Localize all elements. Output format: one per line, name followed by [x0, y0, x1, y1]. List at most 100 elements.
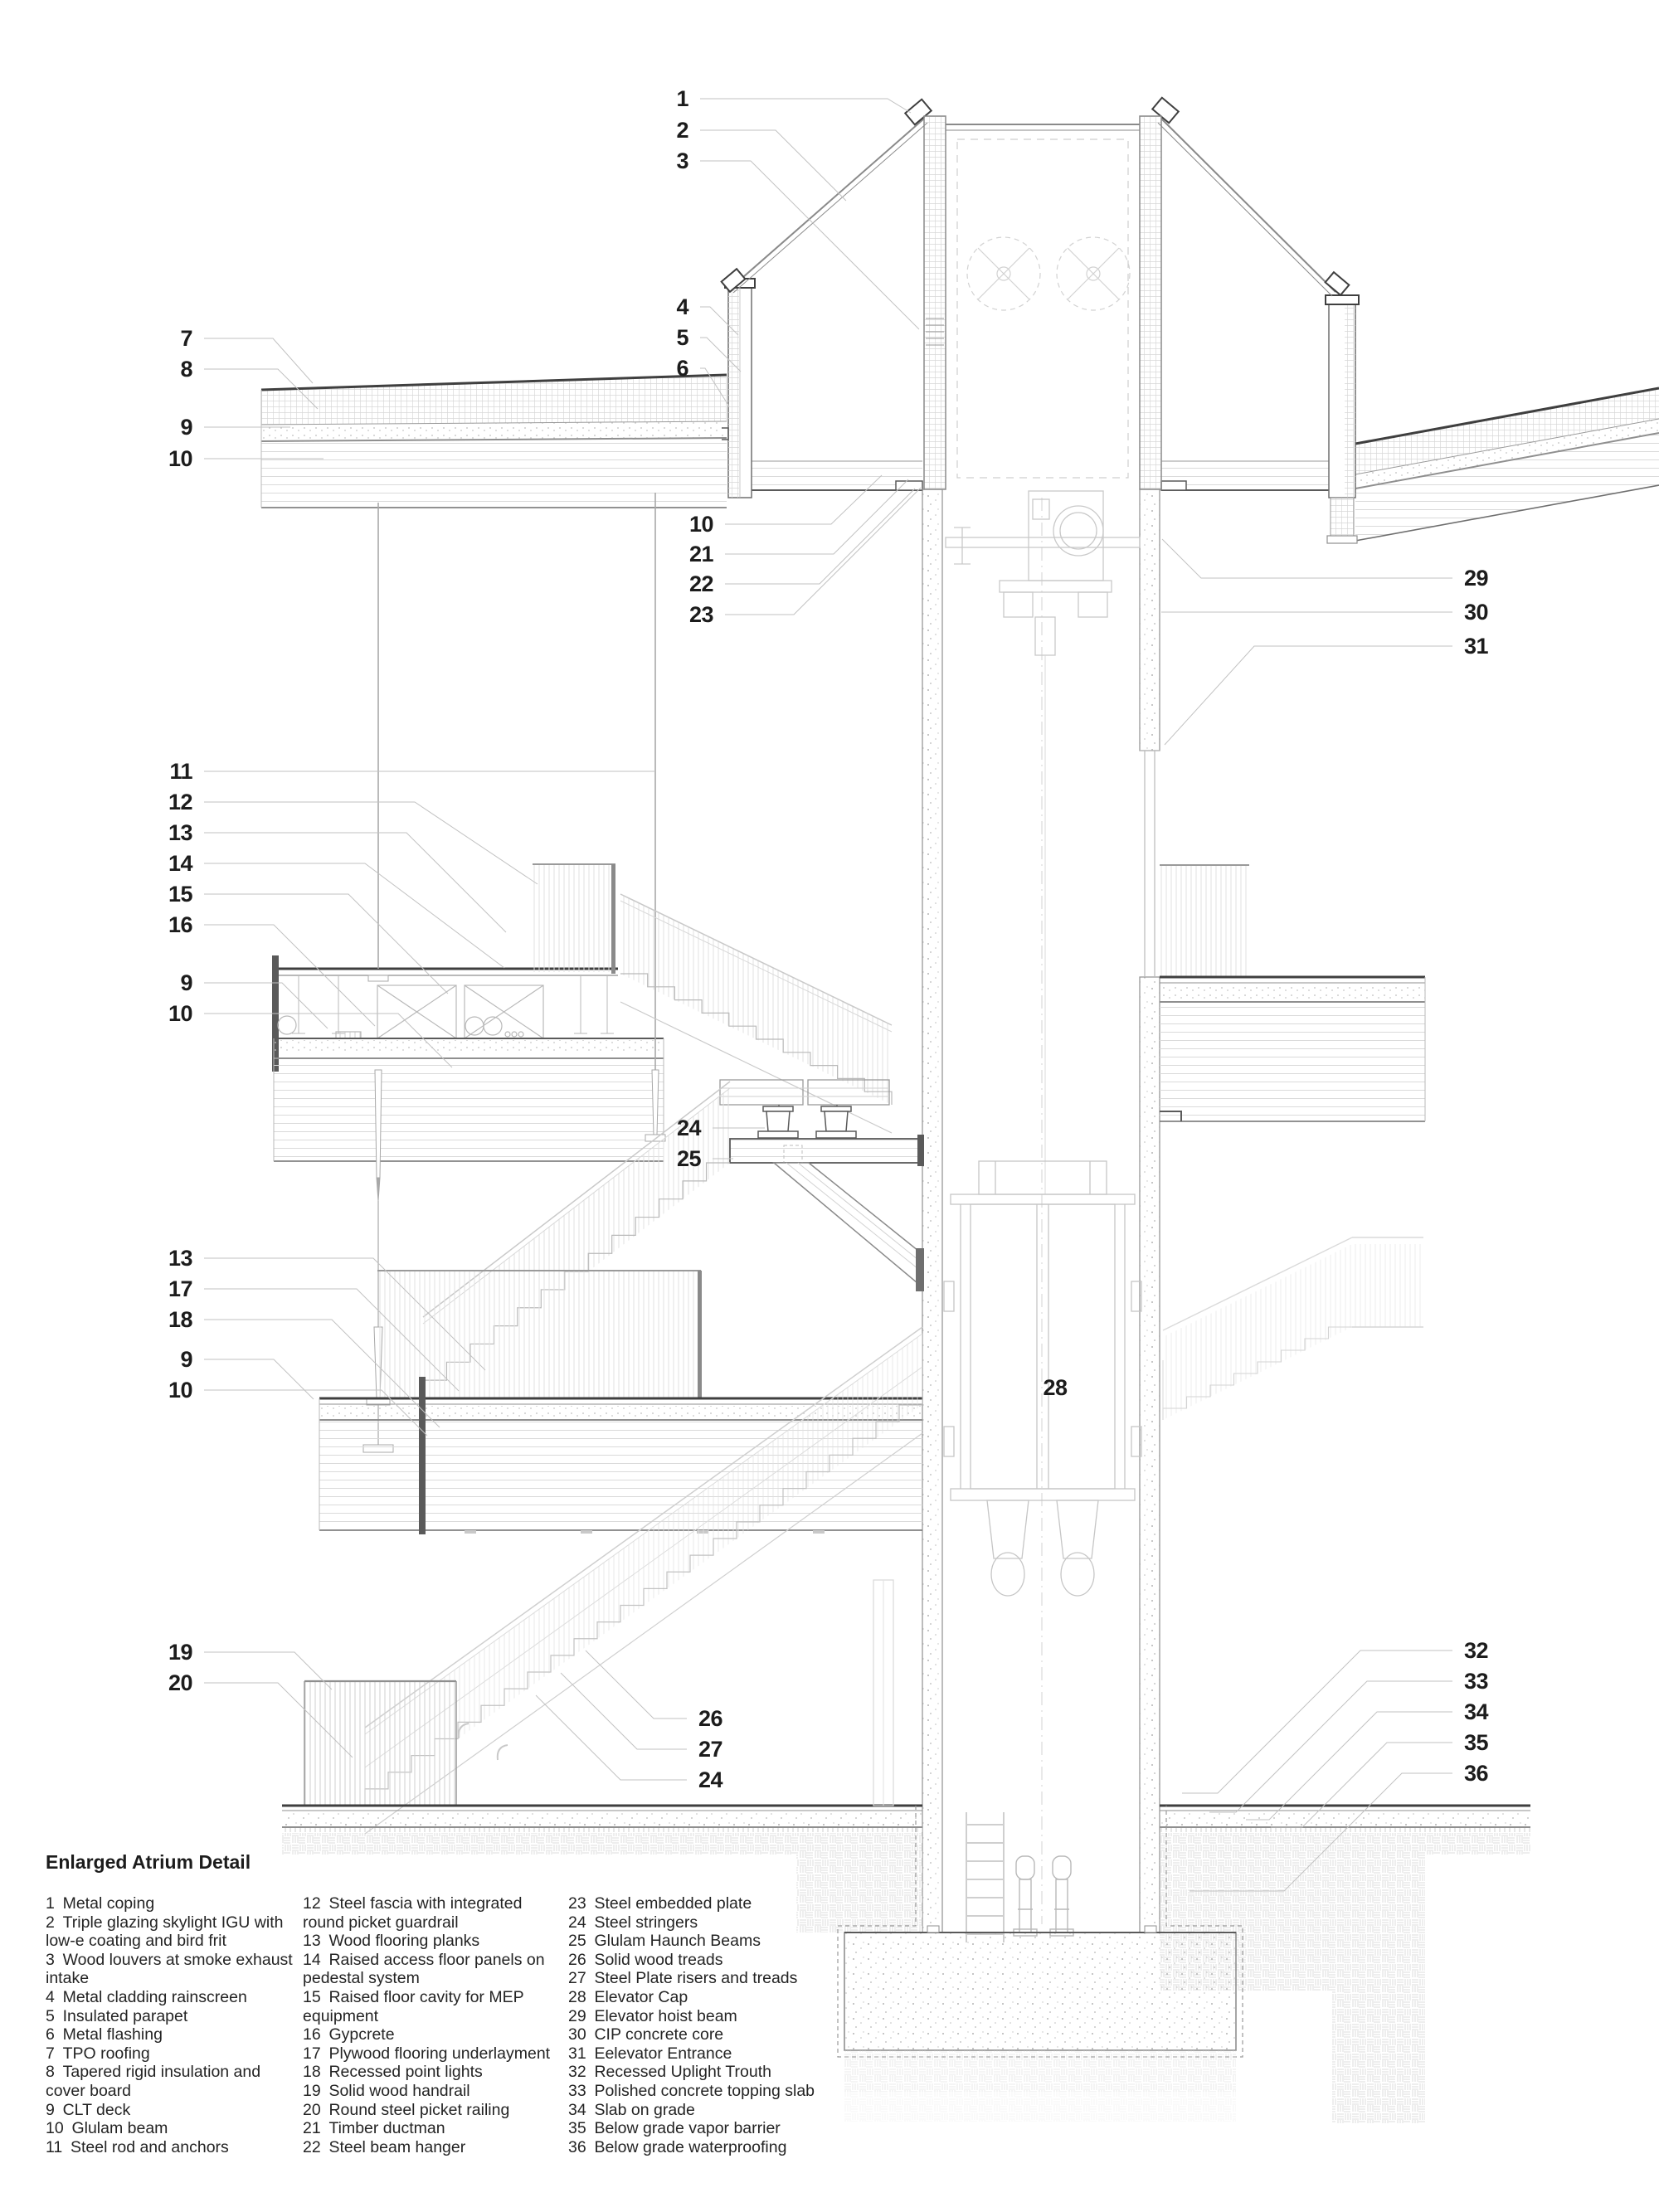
leader-line-27 [560, 1672, 687, 1750]
leader-line-29 [1161, 538, 1452, 579]
leader-line-10 [725, 474, 883, 525]
callout-31: 31 [1464, 634, 1489, 659]
steel-stringer-stands [757, 1105, 857, 1139]
guardrail-post [698, 1271, 702, 1398]
callout-11: 11 [169, 759, 192, 784]
callout-14: 14 [168, 851, 193, 876]
legend-item-17: 17 Plywood flooring underlayment [303, 2044, 551, 2063]
callout-7: 7 [180, 326, 192, 351]
callout-23: 23 [689, 602, 714, 627]
elevator-cab [943, 1160, 1142, 1597]
legend-item-20: 20 Round steel picket railing [303, 2100, 510, 2119]
callout-10: 10 [168, 446, 192, 471]
callout-22: 22 [689, 571, 713, 596]
callout-30: 30 [1464, 600, 1488, 625]
level2-floor [319, 1270, 922, 1534]
leader-line-9 [204, 982, 328, 1029]
legend-item-5: 5 Insulated parapet [46, 2006, 188, 2025]
callout-10: 10 [689, 512, 713, 537]
legend-item-34: 34 Slab on grade [568, 2100, 695, 2119]
legend-item-2: 2 Triple glazing skylight IGU with low-e… [46, 1913, 284, 1951]
legend-item-11: 11 Steel rod and anchors [46, 2137, 229, 2156]
legend-item-10: 10 Glulam beam [46, 2119, 168, 2138]
drawing-title: Enlarged Atrium Detail [46, 1851, 251, 1873]
callout-24: 24 [677, 1116, 702, 1140]
leader-line-6 [700, 367, 730, 407]
skylight-headhouse [923, 115, 1162, 490]
hoist-machinery [945, 490, 1141, 1194]
handrail-return [496, 1744, 508, 1761]
leader-line-35 [1271, 1742, 1452, 1828]
legend-item-4: 4 Metal cladding rainscreen [46, 1987, 247, 2006]
leader-line-12 [204, 801, 538, 885]
legend-item-27: 27 Steel Plate risers and treads [568, 1969, 798, 1988]
leader-line-20 [204, 1682, 353, 1758]
callout-17: 17 [168, 1276, 192, 1301]
steel-fascia [419, 1377, 426, 1534]
callout-26: 26 [698, 1706, 723, 1731]
leader-line-16 [204, 924, 376, 1027]
elevator-entrance [1140, 750, 1160, 977]
roof-right [1355, 386, 1659, 542]
leader-line-23 [725, 487, 922, 615]
leader-line-10 [204, 1013, 453, 1068]
embed-plate [917, 1135, 924, 1166]
legend-item-9: 9 CLT deck [46, 2100, 131, 2119]
legend-item-8: 8 Tapered rigid insulation and cover boa… [46, 2063, 261, 2100]
legend-item-35: 35 Below grade vapor barrier [568, 2119, 781, 2138]
legend-item-21: 21 Timber ductman [303, 2119, 445, 2138]
legend-item-29: 29 Elevator hoist beam [568, 2006, 737, 2025]
glulam-haunch-beam [771, 1162, 924, 1291]
guardrail-pickets [1160, 865, 1249, 977]
roof-left [260, 373, 727, 508]
ground-slab-left [282, 1804, 922, 1932]
callout-9: 9 [180, 970, 192, 995]
legend-item-7: 7 TPO roofing [46, 2044, 150, 2063]
legend-item-15: 15 Raised floor cavity for MEP equipment [303, 1987, 524, 2025]
callout-1: 1 [676, 86, 688, 111]
leader-line-33 [1209, 1680, 1452, 1813]
callout-36: 36 [1464, 1761, 1489, 1786]
legend-item-23: 23 Steel embedded plate [568, 1894, 752, 1913]
exhaust-fan-icon [1056, 236, 1131, 311]
callout-13: 13 [168, 1246, 193, 1271]
callout-27: 27 [698, 1737, 722, 1762]
legend-item-14: 14 Raised access floor panels on pedesta… [303, 1950, 545, 1988]
leader-line-2 [700, 129, 847, 202]
legend-item-19: 19 Solid wood handrail [303, 2081, 470, 2100]
smoke-louvers [926, 318, 944, 346]
callout-15: 15 [168, 882, 193, 907]
legend-item-16: 16 Gypcrete [303, 2025, 395, 2044]
callout-6: 6 [676, 356, 688, 381]
legend-item-13: 13 Wood flooring planks [303, 1932, 480, 1951]
legend-item-6: 6 Metal flashing [46, 2025, 163, 2044]
callout-8: 8 [180, 357, 192, 382]
callout-10: 10 [168, 1378, 192, 1403]
legend-item-25: 25 Glulam Haunch Beams [568, 1932, 761, 1951]
guardrail-post [611, 864, 615, 974]
legend-item-24: 24 Steel stringers [568, 1913, 698, 1932]
leader-line-13 [204, 1257, 486, 1371]
callout-4: 4 [676, 294, 688, 319]
parapet-right [1325, 294, 1360, 544]
guardrail-pickets [377, 1271, 701, 1398]
guardrail-pickets [304, 1681, 456, 1806]
guardrail-pickets [533, 864, 615, 972]
leader-line-26 [585, 1650, 687, 1719]
leader-line-17 [204, 1288, 460, 1392]
callout-9: 9 [180, 1347, 192, 1372]
glulam-landing [729, 1138, 923, 1164]
leader-line-34 [1246, 1711, 1452, 1821]
callout-20: 20 [168, 1670, 192, 1695]
pit-ladder [966, 1812, 1005, 1942]
exhaust-fan-icon [966, 236, 1041, 311]
leader-line-21 [725, 479, 909, 555]
roof-strip-left-inner [752, 460, 923, 491]
legend-item-28: 28 Elevator Cap [568, 1987, 688, 2006]
callout-19: 19 [168, 1640, 193, 1665]
leader-line-13 [204, 832, 507, 933]
legend-item-18: 18 Recessed point lights [303, 2063, 483, 2082]
